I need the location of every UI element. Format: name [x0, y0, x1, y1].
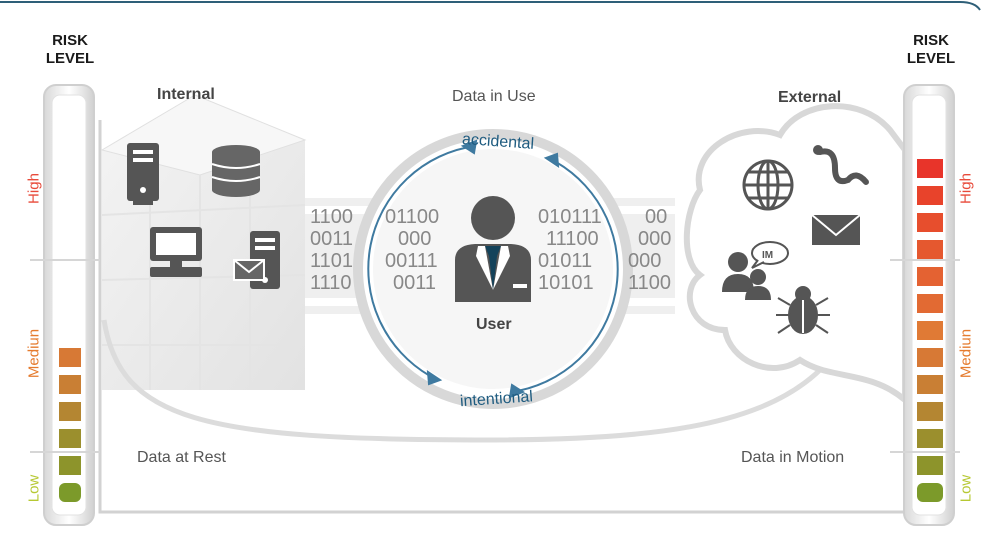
risk-left-line2: LEVEL: [45, 50, 95, 67]
user-icon: [455, 196, 531, 302]
risk-meter-right-segment: [917, 483, 943, 502]
binary-cl-1: 01100: [385, 206, 439, 228]
risk-meter-right-segment: [917, 321, 943, 340]
risk-meter-left-segment: [59, 483, 81, 502]
risk-meter-right-segment: [917, 402, 943, 421]
risk-meter-right-segment: [917, 267, 943, 286]
data-in-motion-label: Data in Motion: [741, 449, 845, 466]
user-label: User: [476, 316, 512, 333]
external-cloud: [683, 103, 908, 407]
risk-right-line1: RISK: [913, 32, 949, 49]
binary-right-3: 000: [628, 250, 661, 272]
external-label: External: [778, 89, 842, 106]
binary-left-2: 0011: [310, 228, 353, 250]
binary-cl-3: 00111: [385, 250, 438, 272]
binary-right-4: 1100: [628, 272, 671, 294]
im-label: IM: [762, 250, 773, 261]
level-medium-right: Mediun: [957, 328, 975, 379]
database-icon: [211, 145, 261, 197]
risk-meter-right-segment: [917, 348, 943, 367]
risk-meter-right-segment: [917, 375, 943, 394]
binary-left-3: 1101: [310, 250, 353, 272]
risk-meter-right-segment: [917, 159, 943, 178]
risk-meter-right-segment: [917, 456, 943, 475]
accidental-label: accidental: [462, 131, 535, 153]
risk-meter-left-bars: [59, 348, 81, 502]
risk-meter-right-segment: [917, 429, 943, 448]
binary-cl-2: 000: [398, 228, 431, 250]
level-low-right: Low: [957, 474, 975, 503]
data-in-use-label: Data in Use: [452, 88, 536, 105]
binary-left-4: 1110: [310, 272, 352, 294]
risk-level-left-title: RISK LEVEL: [30, 32, 110, 68]
risk-right-line2: LEVEL: [906, 50, 956, 67]
binary-cl-4: 0011: [393, 272, 436, 294]
risk-meter-left: [30, 84, 100, 526]
risk-meter-right-segment: [917, 240, 943, 259]
risk-meter-right-segment: [917, 186, 943, 205]
binary-right-1: 00: [645, 206, 667, 228]
risk-meter-right-segment: [917, 294, 943, 313]
cycle-arrows: [367, 139, 619, 399]
binary-cr-1: 010111: [538, 206, 602, 228]
worm-icon: [813, 145, 869, 185]
risk-left-line1: RISK: [52, 32, 88, 49]
globe-icon: [742, 159, 794, 211]
risk-meter-right-segment: [917, 213, 943, 232]
mail-icon: [811, 214, 861, 245]
binary-cr-3: 01011: [538, 250, 592, 272]
risk-meter-left-segment: [59, 456, 81, 475]
server-mail-icon: [233, 231, 280, 289]
risk-meter-left-segment: [59, 348, 81, 367]
binary-cr-2: 11100: [546, 228, 599, 250]
intentional-label: intentional: [459, 388, 533, 410]
binary-right-2: 000: [638, 228, 671, 250]
bug-icon: [776, 286, 830, 334]
risk-meter-right-bars: [917, 159, 943, 502]
risk-meter-left-segment: [59, 375, 81, 394]
level-high-left: High: [25, 173, 43, 204]
risk-meter-left-segment: [59, 402, 81, 421]
data-at-rest-label: Data at Rest: [137, 449, 226, 466]
level-medium-left: Mediun: [25, 328, 43, 379]
top-border: [0, 1, 981, 11]
desktop-computer-icon: [150, 227, 202, 277]
level-low-left: Low: [25, 474, 43, 503]
level-high-right: High: [957, 173, 975, 204]
risk-level-right-title: RISK LEVEL: [891, 32, 971, 68]
risk-meter-right: [890, 84, 960, 526]
binary-cr-4: 10101: [538, 272, 594, 294]
instant-message-users-icon: [722, 241, 789, 300]
internal-label: Internal: [157, 86, 215, 103]
server-tower-icon: [127, 143, 159, 205]
binary-left-1: 1100: [310, 206, 353, 228]
risk-meter-left-segment: [59, 429, 81, 448]
